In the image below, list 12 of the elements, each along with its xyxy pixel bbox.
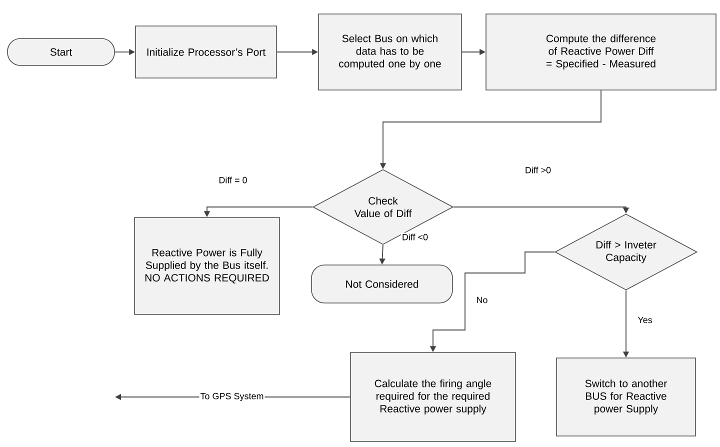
process-box: Calculate the firing angle required for the required Reactive power supply — [350, 352, 516, 442]
edge-label: Diff >0 — [524, 166, 552, 174]
process-box: Switch to another BUS for Reactive power Supply — [556, 358, 696, 436]
process-box: Compute the difference of Reactive Power Diff = Specified - Measured — [486, 14, 716, 90]
process-box: Reactive Power is Fully Supplied by the Bus itself. NO ACTIONS REQUIRED — [134, 217, 280, 315]
edge-label: Yes — [636, 316, 654, 324]
process-box: Select Bus on which data has to be computed one by one — [318, 14, 462, 90]
edge-label: Diff <0 — [400, 232, 430, 242]
process-box: Initialize Processor’s Port — [135, 26, 277, 78]
edge-label: No — [475, 296, 489, 304]
edge-label: Diff = 0 — [218, 176, 248, 184]
edge-label: To GPS System — [199, 392, 265, 402]
